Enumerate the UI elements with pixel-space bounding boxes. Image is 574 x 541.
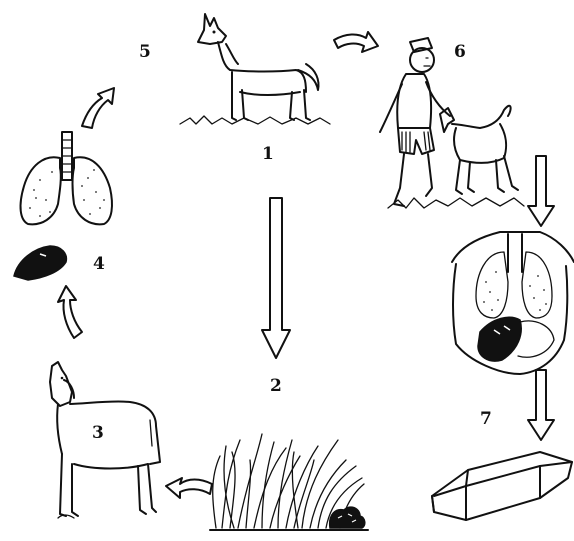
human-chest-organs-icon [452,232,574,374]
arrow-to-5 [82,88,114,128]
arrow-to-7 [528,370,554,440]
arrow-to-6 [334,32,378,52]
arrow-to-4 [58,286,82,338]
sheep-icon [50,362,160,518]
dog-icon [180,14,330,124]
arrow-to-human-infection [528,156,554,226]
lungs-icon [21,132,112,224]
arrow-to-2 [262,198,290,358]
liver-icon [14,246,66,280]
boy-with-dog-icon [380,38,524,208]
arrow-to-3 [166,478,212,498]
grass-icon [210,434,368,530]
coffin-icon [432,452,572,520]
